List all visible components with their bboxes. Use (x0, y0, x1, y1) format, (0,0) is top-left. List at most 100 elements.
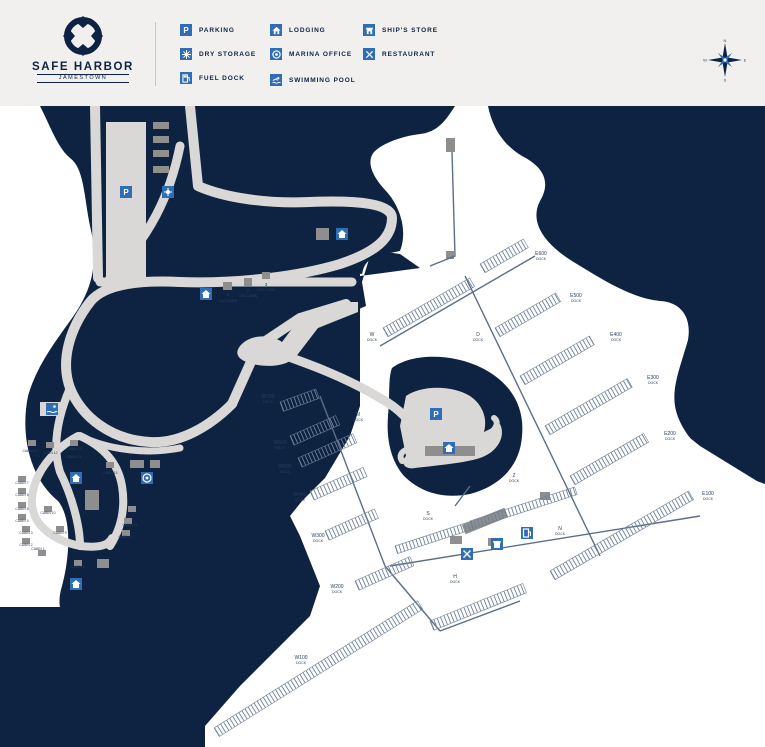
svg-text:DOCK: DOCK (367, 338, 378, 342)
restaurant-icon (363, 48, 375, 60)
svg-text:DOCK: DOCK (571, 299, 582, 303)
cabin-label: CABIN 4 (15, 519, 28, 523)
dock-h-slips (429, 583, 527, 631)
legend-label-restaurant: RESTAURANT (382, 50, 436, 58)
parking-icon[interactable]: P (120, 186, 132, 198)
svg-text:DOCK: DOCK (296, 661, 307, 665)
legend-label-parking: PARKING (199, 26, 235, 34)
svg-text:E300: E300 (647, 375, 659, 381)
legend-item-swimming-pool[interactable]: SWIMMING POOL (270, 74, 356, 86)
compass-e: E (744, 58, 747, 63)
legend-label-dry-storage: DRY STORAGE (199, 50, 257, 58)
legend-label-marina-office: MARINA OFFICE (289, 50, 353, 58)
svg-text:DOCK: DOCK (332, 590, 343, 594)
legend-item-lodging[interactable]: LODGING (270, 24, 326, 36)
legend-item-parking[interactable]: P PARKING (180, 24, 235, 36)
svg-text:DOCK: DOCK (555, 532, 566, 536)
svg-text:E200: E200 (664, 431, 676, 437)
legend-label-lodging: LODGING (289, 26, 326, 34)
parking-lot-loop (237, 302, 358, 366)
svg-text:W500: W500 (278, 464, 291, 470)
cabin-label: CABIN 16 (122, 523, 137, 527)
house-icon[interactable] (70, 472, 82, 484)
house-icon[interactable] (200, 288, 212, 300)
cabin-caption: LOG CABIN (219, 299, 238, 303)
dock-fingers (213, 238, 694, 737)
svg-text:DOCK: DOCK (423, 517, 434, 521)
dock-w500-slips (297, 433, 358, 468)
compass-s: S (724, 78, 727, 83)
svg-text:DOCK: DOCK (611, 338, 622, 342)
dock-e100-slips (549, 490, 694, 581)
dry-storage-icon[interactable] (162, 186, 174, 198)
marina-map: P P (0, 106, 765, 747)
marina-office-icon[interactable] (141, 472, 153, 484)
marina-office-icon (270, 48, 282, 60)
legend-item-restaurant[interactable]: RESTAURANT (363, 48, 435, 60)
brand-location: JAMESTOWN (37, 74, 129, 83)
svg-text:W300: W300 (311, 533, 324, 539)
svg-text:DOCK: DOCK (536, 257, 547, 261)
svg-text:DOCK: DOCK (648, 381, 659, 385)
svg-text:E500: E500 (570, 293, 582, 299)
dock-w100-slips (213, 600, 424, 737)
restaurant-icon[interactable] (461, 548, 473, 560)
svg-text:Z: Z (512, 473, 515, 479)
cabin-label: CABIN 14 (66, 455, 81, 459)
log-cabin-labels: 1 2 3 LOG CABIN LOG CABIN LOG CABIN (219, 282, 276, 303)
svg-text:DOCK: DOCK (275, 446, 286, 450)
legend-label-swimming-pool: SWIMMING POOL (289, 76, 356, 84)
cabin-buildings (18, 440, 136, 566)
svg-text:W200: W200 (330, 584, 343, 590)
svg-text:DOCK: DOCK (263, 400, 274, 404)
compass-wheel-logo-icon (63, 16, 103, 56)
svg-text:W: W (370, 332, 375, 338)
svg-text:DOCK: DOCK (703, 497, 714, 501)
parking-icon[interactable]: P (430, 408, 442, 420)
safe-harbor-logo[interactable]: SAFE HARBOR JAMESTOWN (30, 14, 136, 94)
fuel-pump-icon (180, 72, 192, 84)
map-header: SAFE HARBOR JAMESTOWN P PARKING DRY STOR… (0, 0, 765, 106)
legend-item-marina-office[interactable]: MARINA OFFICE (270, 48, 352, 60)
compass-rose-icon: N S E W (703, 38, 747, 82)
ships-store-icon[interactable] (491, 538, 503, 550)
dock-w400-slips (309, 467, 368, 501)
fuel-pump-icon[interactable] (521, 527, 533, 539)
parking-glyph: P (123, 188, 129, 197)
legend-item-fuel-dock[interactable]: FUEL DOCK (180, 72, 245, 84)
svg-text:DOCK: DOCK (473, 338, 484, 342)
parking-glyph: P (433, 410, 439, 419)
house-icon[interactable] (336, 228, 348, 240)
cabin-label: CABIN 2 (19, 543, 32, 547)
parking-lot-north (106, 122, 146, 280)
swimming-pool-icon[interactable] (40, 402, 64, 416)
legend-item-ships-store[interactable]: SHIP'S STORE (363, 24, 438, 36)
cabin-label: CABIN 15 (102, 471, 117, 475)
dry-storage-icon (180, 48, 192, 60)
house-icon[interactable] (443, 442, 455, 454)
house-icon[interactable] (70, 578, 82, 590)
svg-text:DOCK: DOCK (665, 437, 676, 441)
dock-w-slips (382, 277, 476, 338)
cabin-number: 2 (247, 288, 250, 293)
svg-text:DOCK: DOCK (509, 479, 520, 483)
legend-item-dry-storage[interactable]: DRY STORAGE (180, 48, 256, 60)
dock-e400-slips (519, 335, 595, 386)
dock-e300-slips (544, 378, 633, 436)
legend-label-fuel-dock: FUEL DOCK (199, 74, 245, 82)
cabin-label: CABIN 3 (19, 531, 32, 535)
svg-text:DOCK: DOCK (295, 498, 306, 502)
